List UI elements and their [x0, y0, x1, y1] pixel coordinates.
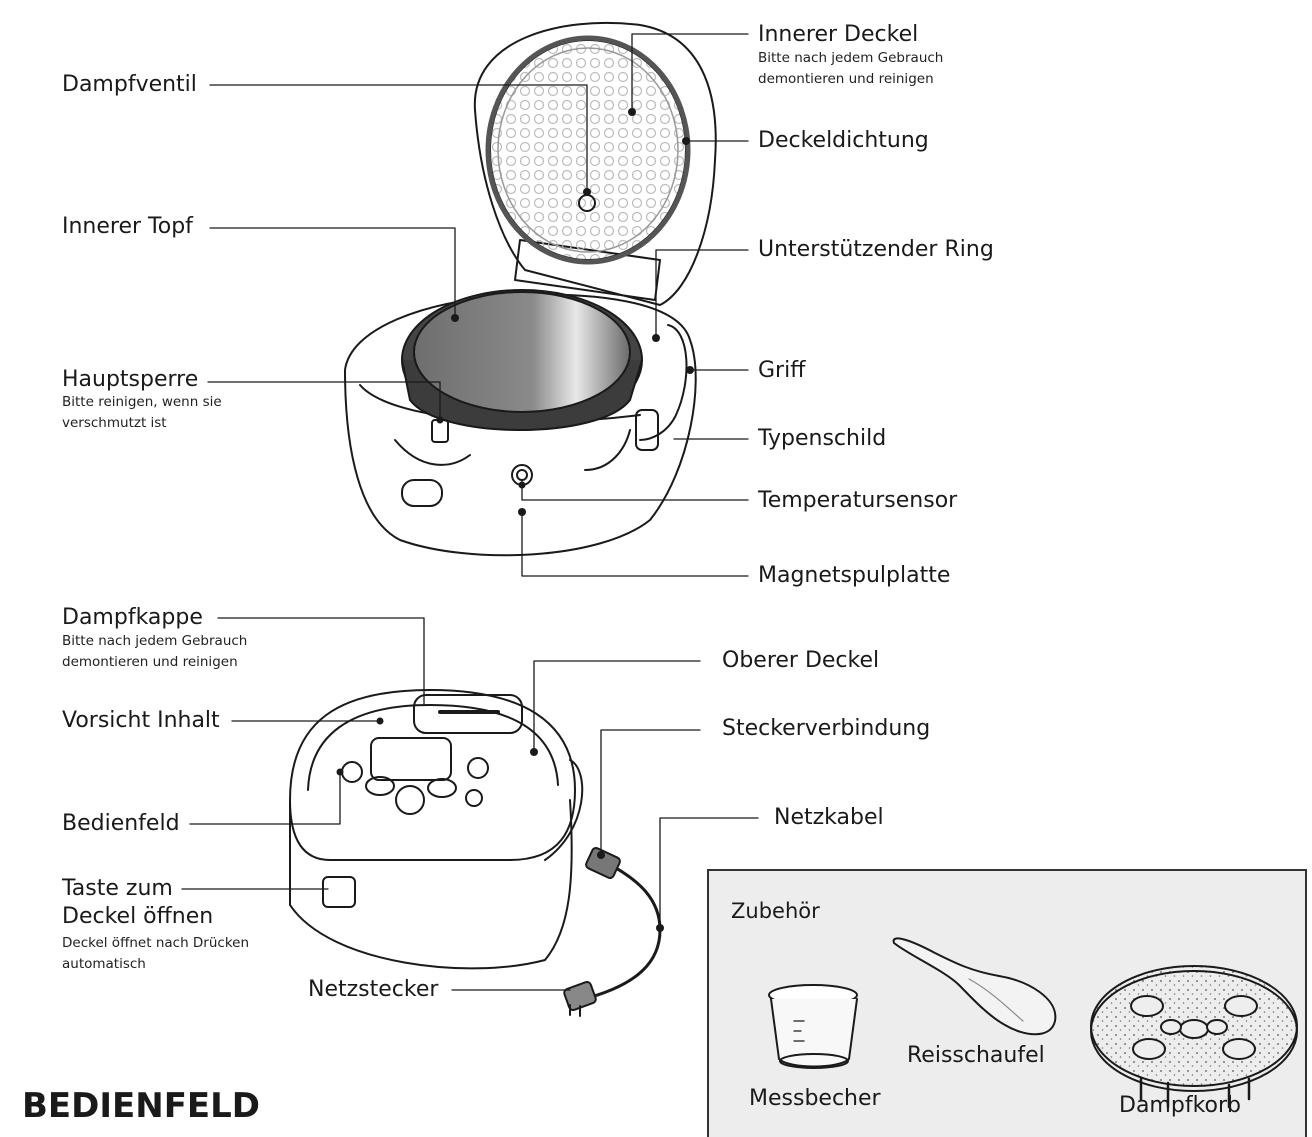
label-hauptsperre: Hauptsperre [62, 367, 199, 392]
plug-pins [569, 1004, 581, 1017]
leader-unterstuetzender-ring [655, 249, 749, 339]
open-lid-button-shape [322, 876, 356, 908]
leader-steckerverbindung [600, 729, 701, 856]
label-griff: Griff [758, 358, 806, 383]
leader-dampfventil [209, 84, 588, 193]
hint-taste-1: Deckel öffnet nach Drücken [62, 935, 250, 951]
leader-dampfkappe [217, 617, 425, 706]
plug-shape [563, 981, 597, 1011]
label-dampfventil: Dampfventil [62, 72, 197, 97]
button-shape [467, 757, 489, 779]
lid-gasket-inner [497, 47, 679, 253]
display-shape [370, 737, 452, 781]
hint-taste-2: automatisch [62, 956, 146, 972]
temp-sensor-inner [516, 469, 528, 481]
label-innerer-deckel: Innerer Deckel [758, 22, 919, 47]
power-cord [578, 860, 662, 1002]
label-taste-zum: Taste zum [62, 876, 173, 901]
rice-paddle-shape [892, 937, 1057, 1036]
handle-shape [639, 324, 688, 441]
hint-hauptsperre-1: Bitte reinigen, wenn sie [62, 394, 222, 410]
closed-cooker-lid [289, 689, 576, 861]
label-deckel-oeffnen: Deckel öffnen [62, 904, 214, 929]
label-reisschaufel: Reisschaufel [907, 1043, 1045, 1068]
hint-dampfkappe-2: demontieren und reinigen [62, 654, 238, 670]
label-oberer-deckel: Oberer Deckel [722, 648, 880, 673]
lid-button-shape [401, 479, 443, 507]
label-magnetspulplatte: Magnetspulplatte [758, 563, 951, 588]
leader-bedienfeld [189, 771, 341, 825]
leader-magnetspulplatte [521, 511, 749, 577]
leader-hauptsperre [207, 381, 441, 421]
label-steckerverbindung: Steckerverbindung [722, 716, 931, 741]
accessories-title: Zubehör [731, 899, 820, 923]
leader-oberer-deckel [533, 660, 701, 753]
closed-cooker-illustration [289, 689, 662, 1017]
label-messbecher: Messbecher [749, 1086, 881, 1111]
connector-shape [585, 847, 621, 879]
leader-innerer-deckel [631, 33, 749, 113]
hint-innerer-deckel-1: Bitte nach jedem Gebrauch [758, 50, 944, 66]
closed-handle-shape [544, 759, 584, 861]
lid-gasket [485, 35, 691, 265]
leader-temperatursensor [521, 479, 749, 501]
label-dampfkappe: Dampfkappe [62, 605, 203, 630]
cooker-body-swirl [394, 429, 631, 471]
label-innerer-topf: Innerer Topf [62, 214, 193, 239]
inner-lid-face [489, 39, 687, 261]
button-shape [427, 778, 457, 798]
label-vorsicht-inhalt: Vorsicht Inhalt [62, 708, 220, 733]
closed-cooker-lid-inner [307, 704, 559, 791]
leader-lines [181, 33, 759, 991]
button-shape [365, 776, 395, 796]
lid-shell [473, 21, 717, 306]
button-shape [465, 789, 483, 807]
hint-dampfkappe-1: Bitte nach jedem Gebrauch [62, 633, 248, 649]
label-typenschild: Typenschild [758, 426, 887, 451]
accessories-illustration [768, 937, 1298, 1109]
label-netzstecker: Netzstecker [308, 977, 439, 1002]
accessories-box: Zubehör [707, 869, 1307, 1137]
label-temperatursensor: Temperatursensor [758, 488, 958, 513]
hint-innerer-deckel-2: demontieren und reinigen [758, 71, 934, 87]
leader-dots [336, 108, 694, 932]
closed-cooker-body [289, 799, 573, 970]
steam-cap-shape [413, 694, 523, 734]
steamer-basket-shape [1090, 965, 1298, 1109]
section-heading: BEDIENFELD [22, 1086, 261, 1126]
label-netzkabel: Netzkabel [774, 805, 884, 830]
inner-pot-inner [413, 291, 631, 413]
hint-hauptsperre-2: verschmutzt ist [62, 415, 167, 431]
label-bedienfeld: Bedienfeld [62, 811, 180, 836]
button-shape [341, 761, 363, 783]
button-shape [395, 785, 425, 815]
open-cooker-illustration [344, 21, 717, 557]
leader-innerer-topf [209, 227, 456, 319]
label-deckeldichtung: Deckeldichtung [758, 128, 929, 153]
label-unterstuetzender-ring: Unterstützender Ring [758, 237, 994, 262]
label-dampfkorb: Dampfkorb [1119, 1093, 1241, 1118]
leader-netzkabel [659, 817, 759, 929]
measuring-cup-shape [768, 984, 858, 1069]
rating-plate-shape [635, 409, 659, 451]
